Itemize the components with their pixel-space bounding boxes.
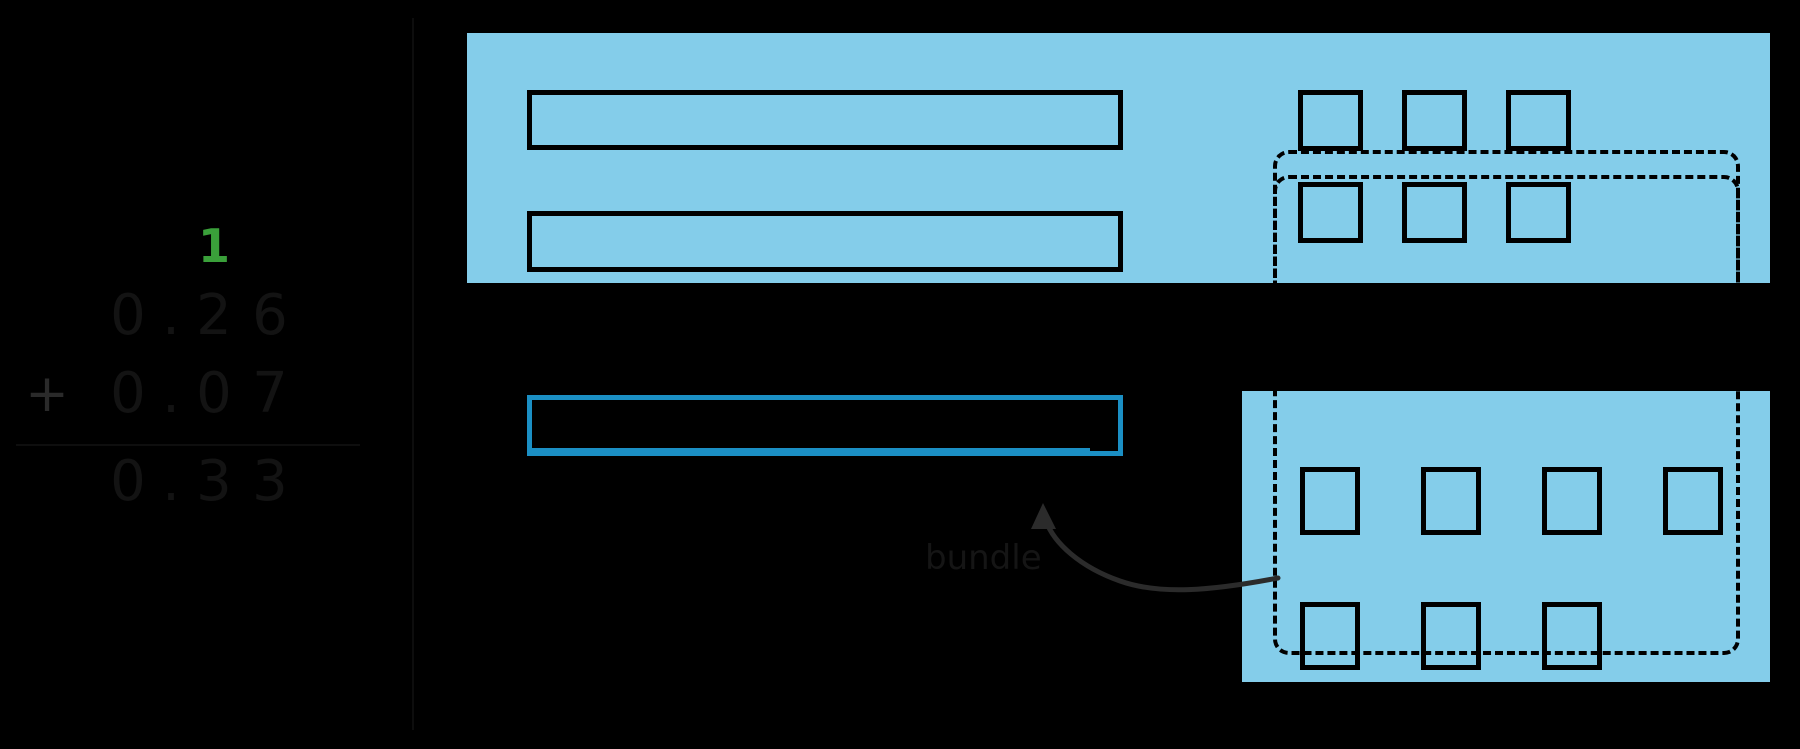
sum-horizontal-rule xyxy=(16,444,360,446)
arithmetic-panel: 0 . 1 0 0 . 2 6 + 0 . 0 7 0 . 3 xyxy=(0,0,413,749)
addend2-digit-ones: 0 xyxy=(110,361,146,426)
bundle-label: bundle xyxy=(925,538,1042,578)
image-square-bottom-r1-c3[interactable] xyxy=(1542,467,1602,535)
selected-text-line[interactable] xyxy=(527,395,1123,456)
document-block-bottom[interactable] xyxy=(1242,391,1770,682)
image-square-bottom-r2-c1[interactable] xyxy=(1300,602,1360,670)
image-square-top-r1-c1[interactable] xyxy=(1298,90,1363,151)
addend1-decimal-point: . xyxy=(162,283,180,348)
image-square-top-r2-c1[interactable] xyxy=(1298,182,1363,243)
addend1-digit-tenths: 2 xyxy=(196,283,232,348)
carry-spacer-dot: . xyxy=(156,207,186,285)
carry-spacer-hundredths: 0 xyxy=(242,207,298,285)
carry-digit: 1 xyxy=(197,219,230,273)
result-decimal-point: . xyxy=(162,449,180,514)
addend2-digit-hundredths: 7 xyxy=(252,361,288,426)
image-square-top-r1-c2[interactable] xyxy=(1402,90,1467,151)
image-square-top-r1-c3[interactable] xyxy=(1506,90,1571,151)
image-square-bottom-r1-c2[interactable] xyxy=(1421,467,1481,535)
bundle-region-bottom xyxy=(1273,150,1740,655)
result-digit-ones: 0 xyxy=(110,449,146,514)
image-square-bottom-r1-c1[interactable] xyxy=(1300,467,1360,535)
addend1-digit-hundredths: 6 xyxy=(252,283,288,348)
carry-row: 0 . 1 0 xyxy=(0,215,360,277)
text-line-2[interactable] xyxy=(527,211,1123,272)
addend-row-1: 0 . 2 6 xyxy=(0,277,360,355)
carry-spacer-ones: 0 xyxy=(100,207,156,285)
text-line-1[interactable] xyxy=(527,90,1123,150)
addend2-digit-tenths: 0 xyxy=(196,361,232,426)
addend1-digit-ones: 0 xyxy=(110,283,146,348)
result-digit-tenths: 3 xyxy=(196,449,232,514)
addend2-decimal-point: . xyxy=(162,361,180,426)
image-square-top-r2-c2[interactable] xyxy=(1402,182,1467,243)
vertical-divider xyxy=(412,18,414,730)
image-square-bottom-r1-c4[interactable] xyxy=(1663,467,1723,535)
image-square-top-r2-c3[interactable] xyxy=(1506,182,1571,243)
result-digit-hundredths: 3 xyxy=(252,449,288,514)
operator-plus: + xyxy=(25,364,69,424)
result-row: 0 . 3 3 xyxy=(0,443,360,521)
image-square-bottom-r2-c2[interactable] xyxy=(1421,602,1481,670)
image-square-bottom-r2-c3[interactable] xyxy=(1542,602,1602,670)
addend-row-2: 0 . 0 7 xyxy=(0,355,360,433)
vertical-addition: 0 . 1 0 0 . 2 6 + 0 . 0 7 0 . 3 xyxy=(0,215,360,535)
selected-text-line-underline xyxy=(530,398,1090,453)
